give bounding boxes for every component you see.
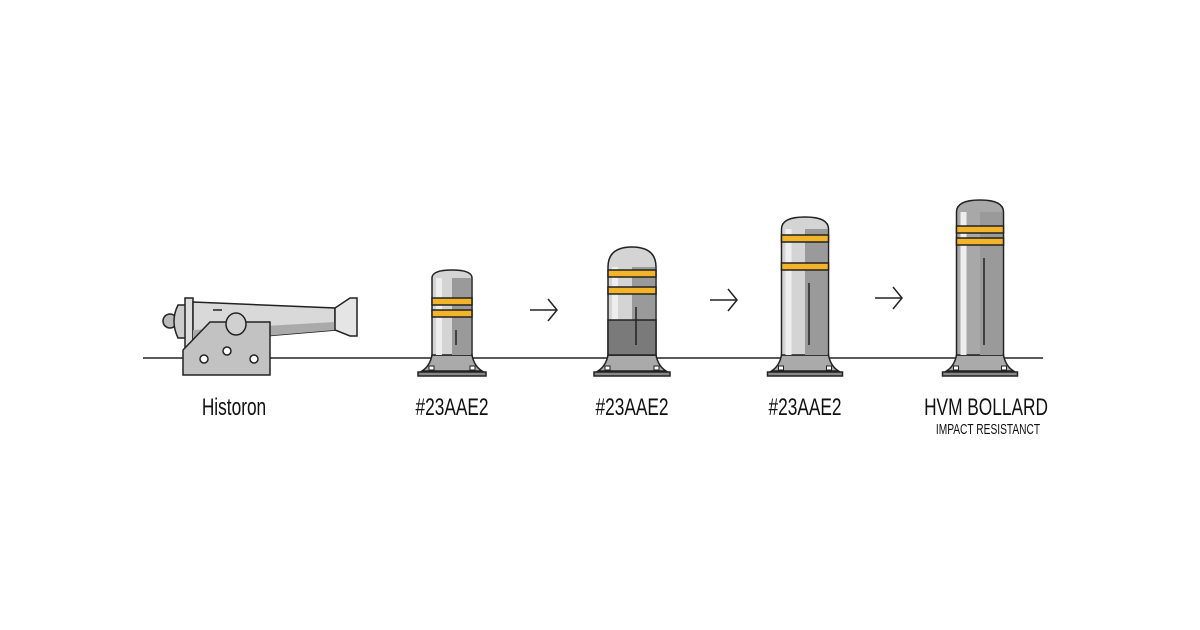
reflective-stripe: [955, 237, 1005, 246]
bollard-illustration-4: [941, 199, 1019, 377]
right-arrow-icon: [875, 286, 903, 310]
reflective-stripe: [607, 269, 657, 278]
bollard-illustration-3: [766, 216, 844, 377]
reflective-stripe: [955, 225, 1005, 234]
label-bollard-1: #23AAE2: [415, 394, 489, 421]
label-bollard-3: #23AAE2: [768, 394, 842, 421]
reflective-stripe: [431, 309, 473, 318]
right-arrow-icon: [530, 298, 558, 322]
bollard-illustration-1: [417, 269, 487, 377]
cannon-illustration: [162, 297, 358, 376]
reflective-stripe: [780, 262, 830, 271]
right-arrow-icon: [710, 288, 738, 312]
reflective-stripe: [431, 297, 473, 306]
label-historon: Historon: [201, 394, 267, 421]
label-bollard-2: #23AAE2: [595, 394, 669, 421]
reflective-stripe: [607, 286, 657, 295]
label-hvm-bollard: HVM BOLLARD: [924, 394, 1048, 421]
sublabel-impact-resistant: IMPACT RESISTANCT: [935, 421, 1041, 438]
bollard-illustration-2: [593, 246, 671, 377]
reflective-stripe: [780, 234, 830, 243]
